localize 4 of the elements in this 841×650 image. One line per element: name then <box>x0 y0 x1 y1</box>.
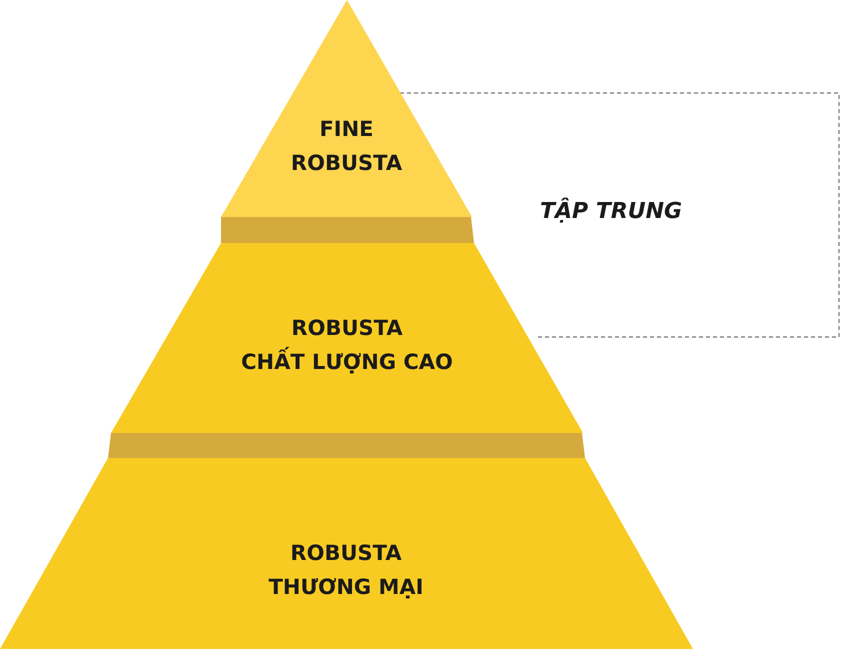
tier-label: ROBUSTA THƯƠNG MẠI <box>268 540 424 601</box>
tier-label: ROBUSTA CHẤT LƯỢNG CAO <box>240 315 454 376</box>
tier-label: FINE ROBUSTA <box>290 116 404 177</box>
bracket-label: TẬP TRUNG <box>540 199 682 224</box>
